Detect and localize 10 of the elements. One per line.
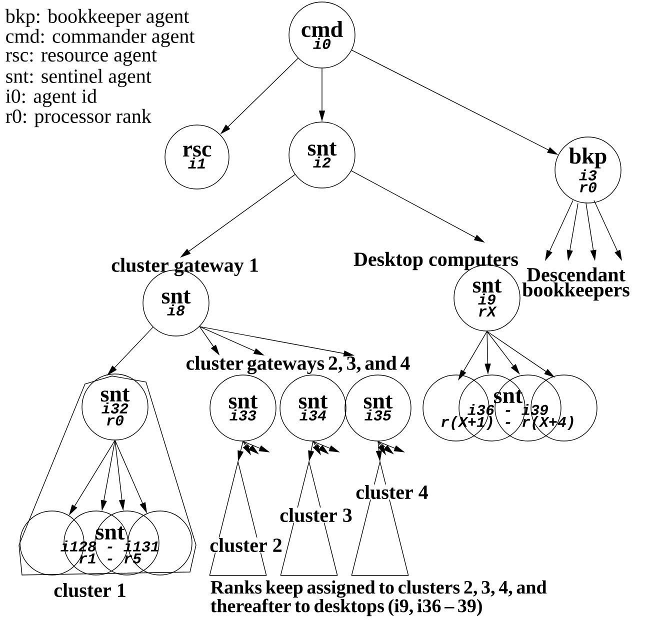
node-label: Descendant bookkeepers xyxy=(522,267,630,301)
note-text: Ranks keep assigned to clusters 2, 3, 4, and thereafter to desktops (i9, i36 – 39) xyxy=(210,580,547,616)
node-label: cluster gateways 2, 3, and 4 xyxy=(186,356,410,374)
node-label: cluster 1 xyxy=(54,582,126,598)
legend-text: snt: sentinel agent xyxy=(6,68,152,88)
legend-text: cmd: commander agent xyxy=(6,28,195,48)
legend-text: bkp: bookkeeper agent xyxy=(5,8,190,28)
legend-text: rsc: resource agent xyxy=(6,50,157,66)
legend-text: r0: processor rank xyxy=(6,108,152,128)
legend-text: i0: agent id xyxy=(6,88,97,108)
